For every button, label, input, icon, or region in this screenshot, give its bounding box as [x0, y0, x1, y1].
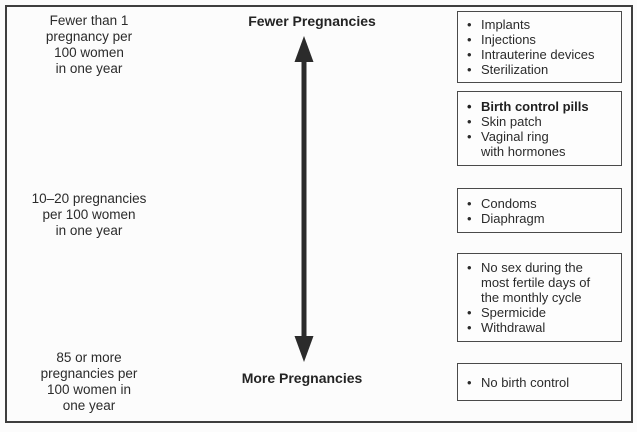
method-item-label: No sex during the most fertile days of t…: [481, 260, 591, 305]
bullet-icon: •: [467, 210, 472, 226]
method-item: • Sterilization: [467, 62, 615, 77]
method-box-most-effective: • Implants • Injections • Intrauterine devi…: [457, 11, 622, 83]
bullet-icon: •: [467, 32, 472, 47]
more-pregnancies-label: More Pregnancies: [241, 370, 363, 386]
bullet-icon: •: [467, 128, 472, 144]
method-item-label: Diaphragm: [481, 210, 545, 226]
method-item: • Skin patch: [467, 114, 615, 129]
rate-label-10-20: 10–20 pregnancies per 100 women in one y…: [31, 191, 147, 238]
bullet-icon: •: [467, 320, 472, 335]
method-box-behavioral: • No sex during the most fertile days of …: [457, 253, 622, 342]
method-item: • Injections: [467, 32, 615, 47]
method-item-label: Skin patch: [481, 113, 542, 129]
method-item-label: Intrauterine devices: [481, 47, 595, 62]
method-item-label: Withdrawal: [481, 320, 546, 335]
method-item: • Condoms: [467, 196, 615, 211]
method-item: • Withdrawal: [467, 320, 615, 335]
bullet-icon: •: [467, 62, 472, 77]
method-item-label: Implants: [481, 17, 531, 32]
method-item-label: Vaginal ring with hormones: [481, 128, 566, 159]
method-item-label: Birth control pills: [481, 98, 589, 114]
bullet-icon: •: [467, 113, 472, 129]
double-headed-arrow-icon: [291, 36, 317, 362]
method-item-label: Injections: [481, 32, 536, 47]
bullet-icon: •: [467, 17, 472, 32]
bullet-icon: •: [467, 98, 472, 114]
method-item-label: Spermicide: [481, 305, 547, 320]
method-item: • Birth control pills: [467, 99, 615, 114]
method-item-label: No birth control: [481, 374, 570, 390]
method-item: • Spermicide: [467, 305, 615, 320]
bullet-icon: •: [467, 195, 472, 211]
method-box-none: • No birth control: [457, 363, 622, 401]
diagram-frame: [5, 5, 633, 423]
method-item: • Vaginal ring with hormones: [467, 129, 615, 159]
fewer-pregnancies-label: Fewer Pregnancies: [248, 13, 376, 29]
method-item: • No sex during the most fertile days of …: [467, 260, 615, 305]
method-item-label: Sterilization: [481, 62, 549, 77]
bullet-icon: •: [467, 305, 472, 320]
method-item: • Implants: [467, 17, 615, 32]
method-item: • Diaphragm: [467, 211, 615, 226]
method-item: • Intrauterine devices: [467, 47, 615, 62]
rate-label-fewer-than-1: Fewer than 1 pregnancy per 100 women in …: [45, 13, 133, 76]
method-box-barrier: • Condoms • Diaphragm: [457, 188, 622, 233]
rate-label-85-or-more: 85 or more pregnancies per 100 women in …: [40, 350, 138, 413]
bullet-icon: •: [467, 374, 472, 390]
bullet-icon: •: [467, 260, 472, 275]
bullet-icon: •: [467, 47, 472, 62]
method-item-label: Condoms: [481, 195, 537, 211]
method-box-hormonal: • Birth control pills • Skin patch • Vagina…: [457, 91, 622, 166]
method-item: • No birth control: [467, 375, 615, 390]
